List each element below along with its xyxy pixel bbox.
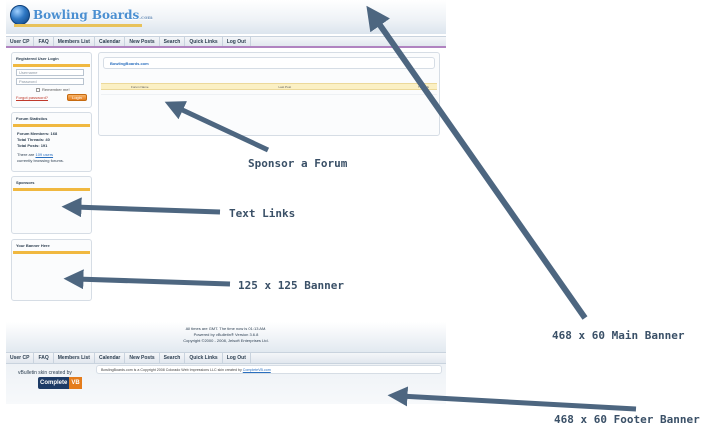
password-field[interactable]: Password <box>16 78 84 85</box>
nav-faq[interactable]: FAQ <box>34 353 54 363</box>
nav-search[interactable]: Search <box>160 353 186 363</box>
remember-me-checkbox[interactable] <box>36 87 40 92</box>
arrow-sponsor-forum <box>164 101 270 153</box>
login-button[interactable]: Login <box>67 94 87 101</box>
stat-threads: Total Threads: 40 <box>17 137 50 142</box>
completevb-link[interactable]: CompleteVB.com <box>242 368 271 372</box>
col-last-post: Last Post <box>278 84 292 89</box>
skin-credit-text: vBulletin skin created by <box>18 370 72 376</box>
stat-online-users: There are 109 users currently browsing f… <box>17 152 64 163</box>
nav-quick-links[interactable]: Quick Links <box>185 37 223 46</box>
online-users-link[interactable]: 109 users <box>35 152 54 157</box>
annotation-sponsor-forum: Sponsor a Forum <box>248 157 348 170</box>
forum-list-panel: BowlingBoards.com Forum Name Last Post T… <box>98 52 440 136</box>
sponsors-title: Sponsors <box>16 180 35 185</box>
nav-members-list[interactable]: Members List <box>54 353 95 363</box>
site-copyright-box: BowlingBoards.com is a Copyright 2008 Co… <box>96 365 442 374</box>
annotation-footer-banner: 468 x 60 Footer Banner <box>554 413 700 426</box>
nav-calendar[interactable]: Calendar <box>95 353 126 363</box>
login-box: Registered User Login Username Password … <box>11 52 92 108</box>
nav-new-posts[interactable]: New Posts <box>125 37 160 46</box>
nav-log-out[interactable]: Log Out <box>223 353 251 363</box>
login-actions: Forgot password? Login <box>16 94 87 101</box>
nav-search[interactable]: Search <box>160 37 186 46</box>
nav-new-posts[interactable]: New Posts <box>125 353 160 363</box>
username-field[interactable]: Username <box>16 69 84 76</box>
forum-statistics-box: Forum Statistics Forum Members: 168 Tota… <box>11 112 92 172</box>
stat-members: Forum Members: 168 <box>17 131 58 136</box>
forum-screenshot: Bowling Boards.com User CP FAQ Members L… <box>6 0 446 404</box>
top-navbar: User CP FAQ Members List Calendar New Po… <box>6 36 446 48</box>
annotation-main-banner: 468 x 60 Main Banner <box>552 329 685 342</box>
forum-category-header: BowlingBoards.com <box>103 57 435 69</box>
annotation-125-banner: 125 x 125 Banner <box>238 279 344 292</box>
bottom-navbar: User CP FAQ Members List Calendar New Po… <box>6 352 446 364</box>
forum-list-body <box>101 94 437 124</box>
stat-posts: Total Posts: 191 <box>17 143 48 148</box>
nav-log-out[interactable]: Log Out <box>223 37 251 46</box>
site-copyright-text: BowlingBoards.com is a Copyright 2008 Co… <box>101 368 242 372</box>
banner-title: Your Banner Here <box>16 243 50 248</box>
completevb-logo-a: Complete <box>38 377 70 389</box>
logo-text: Bowling Boards.com <box>33 8 153 22</box>
nav-user-cp[interactable]: User CP <box>6 37 35 46</box>
nav-quick-links[interactable]: Quick Links <box>185 353 223 363</box>
forum-category-title[interactable]: BowlingBoards.com <box>110 61 149 66</box>
stats-title: Forum Statistics <box>16 116 48 121</box>
completevb-logo-b: VB <box>69 377 82 389</box>
footer-band <box>6 322 446 352</box>
footer-copyright: Copyright ©2000 - 2008, Jelsoft Enterpri… <box>183 338 269 343</box>
completevb-logo[interactable]: Complete VB <box>38 377 88 389</box>
col-forum-name: Forum Name <box>131 84 149 89</box>
arrow-main-banner <box>366 5 588 320</box>
nav-calendar[interactable]: Calendar <box>95 37 126 46</box>
footer-powered: Powered by vBulletin® Version 3.6.8 <box>193 332 259 337</box>
forgot-password-link[interactable]: Forgot password? <box>16 95 49 100</box>
footer-times: All times are GMT. The time now is 01:13… <box>185 326 267 331</box>
arrow-text-links <box>61 197 221 218</box>
banner-title-rule <box>13 251 90 254</box>
stats-title-rule <box>13 124 90 127</box>
logo-underline <box>14 24 142 27</box>
footer-info: All times are GMT. The time now is 01:13… <box>6 326 446 344</box>
nav-user-cp[interactable]: User CP <box>6 353 35 363</box>
nav-faq[interactable]: FAQ <box>34 37 54 46</box>
nav-members-list[interactable]: Members List <box>54 37 95 46</box>
annotation-text-links: Text Links <box>229 207 296 220</box>
login-title: Registered User Login <box>16 56 59 61</box>
sponsors-title-rule <box>13 188 90 191</box>
arrow-footer-banner <box>387 386 637 412</box>
login-title-rule <box>13 64 90 67</box>
remember-me-label: Remember me! <box>42 87 70 92</box>
remember-me-row[interactable]: Remember me! <box>36 87 87 92</box>
arrow-125-banner <box>63 269 231 290</box>
